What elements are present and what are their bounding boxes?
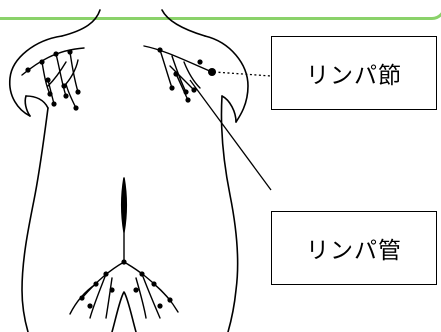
lymph-node (173, 71, 178, 76)
lymph-node (185, 97, 190, 102)
lymph-node (121, 259, 126, 264)
lymph-node-label: リンパ節 (271, 36, 437, 110)
lymph-nodes (25, 47, 216, 308)
lymph-node (103, 271, 108, 276)
lymph-node (157, 303, 162, 308)
lymph-node (109, 287, 114, 292)
lymph-node (75, 89, 80, 94)
lymph-node (183, 89, 188, 94)
lymph-node (157, 47, 162, 52)
lymph-node (47, 91, 52, 96)
lymph-node (79, 295, 84, 300)
lymph-node (39, 59, 44, 64)
lymph-node (51, 101, 56, 106)
lymph-node (87, 303, 92, 308)
lymph-node (169, 85, 174, 90)
lymph-vessel-label: リンパ管 (271, 211, 437, 285)
lymph-node (73, 105, 78, 110)
lymph-node (93, 281, 98, 286)
lymph-node (133, 287, 138, 292)
lymph-node (151, 281, 156, 286)
lymph-node (139, 271, 144, 276)
lymph-vessel-pointer (190, 80, 271, 190)
lymph-node-pointer (214, 72, 271, 76)
lymph-node (63, 93, 68, 98)
lymph-node (67, 49, 72, 54)
lymph-node (45, 77, 50, 82)
lymph-node (61, 83, 66, 88)
lymph-node (197, 59, 202, 64)
lymph-node (53, 51, 58, 56)
lymph-vessels (22, 46, 212, 318)
lymph-node (167, 297, 172, 302)
lymph-node (25, 67, 30, 72)
